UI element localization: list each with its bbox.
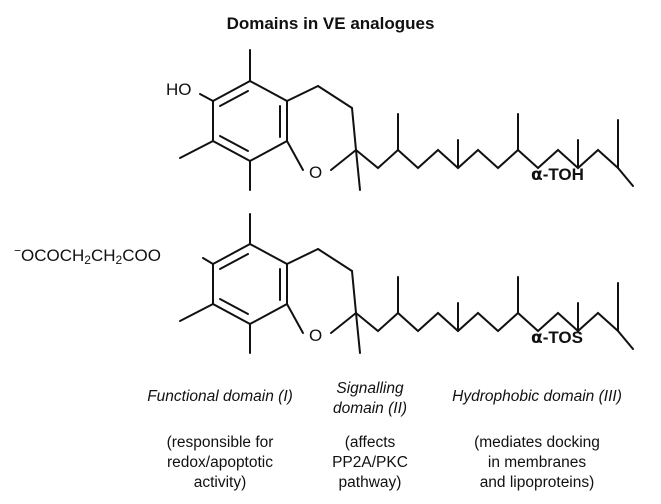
domain-desc-line: (affects <box>344 434 396 451</box>
alpha-toh-label: α-TOH <box>531 165 584 185</box>
succinate-group-label: −OCOCH2CH2COO <box>14 243 161 267</box>
domain-desc-line: and lipoproteins) <box>479 474 595 491</box>
domain-desc-line: PP2A/PKC <box>332 454 408 471</box>
methyl-bond <box>355 149 361 191</box>
ring-bond <box>317 85 353 109</box>
signalling-domain-description: (affects PP2A/PKC pathway) <box>320 433 420 493</box>
hydroxyl-bond <box>199 93 214 102</box>
methyl-bond <box>179 303 214 322</box>
ring-oxygen-label: O <box>309 163 323 182</box>
domain-title-line: Hydrophobic domain (III) <box>452 388 622 405</box>
ring-bond <box>317 248 353 272</box>
domain-desc-line: (mediates docking <box>474 434 600 451</box>
ring-bond <box>351 107 357 151</box>
phytyl-chain <box>355 311 634 350</box>
ring-bond <box>330 149 357 171</box>
compound-suffix: -TOH <box>542 165 584 184</box>
functional-domain-title: Functional domain (I) <box>120 388 320 406</box>
negative-charge: − <box>14 243 22 258</box>
formula-part: COO <box>122 246 161 265</box>
hydrophobic-domain-description: (mediates docking in membranes and lipop… <box>426 433 648 493</box>
formula-subscript: 2 <box>115 253 123 267</box>
methyl-bond <box>355 312 361 354</box>
domain-title-line: Functional domain (I) <box>147 388 293 405</box>
domain-title-line: domain (II) <box>332 400 408 417</box>
ring-bond <box>286 85 319 102</box>
hydroxyl-label: HO <box>166 80 192 99</box>
domain-desc-line: redox/apoptotic <box>167 454 273 471</box>
domain-desc-line: activity) <box>193 474 247 491</box>
aromatic-bond <box>219 135 249 152</box>
alpha-tos-label: α-TOS <box>531 328 583 348</box>
ring-bond <box>286 140 304 171</box>
ester-bond <box>202 257 214 265</box>
benzene-ring <box>212 242 288 326</box>
signalling-domain-title: Signalling domain (II) <box>320 379 420 419</box>
compound-suffix: -TOS <box>542 328 583 347</box>
figure-title: Domains in VE analogues <box>226 14 435 33</box>
ring-bond <box>330 312 357 334</box>
functional-domain-description: (responsible for redox/apoptotic activit… <box>120 433 320 493</box>
aromatic-bond <box>219 90 249 107</box>
domain-desc-line: (responsible for <box>166 434 274 451</box>
alpha-symbol: α <box>531 328 543 348</box>
ring-bond <box>286 303 304 334</box>
aromatic-bond <box>219 253 249 270</box>
alpha-symbol: α <box>531 165 543 185</box>
formula-part: OCOCH <box>21 246 85 265</box>
aromatic-bond <box>219 298 249 315</box>
ring-bond <box>286 248 319 265</box>
domain-desc-line: in membranes <box>487 454 587 471</box>
ring-oxygen-label: O <box>309 326 323 345</box>
formula-subscript: 2 <box>84 253 91 267</box>
ring-bond <box>351 270 357 314</box>
formula-part: CH <box>90 246 116 265</box>
phytyl-chain <box>355 148 634 187</box>
domain-title-line: Signalling <box>336 380 404 397</box>
methyl-bond <box>179 140 214 159</box>
hydrophobic-domain-title: Hydrophobic domain (III) <box>426 388 648 406</box>
domain-desc-line: pathway) <box>338 474 402 491</box>
